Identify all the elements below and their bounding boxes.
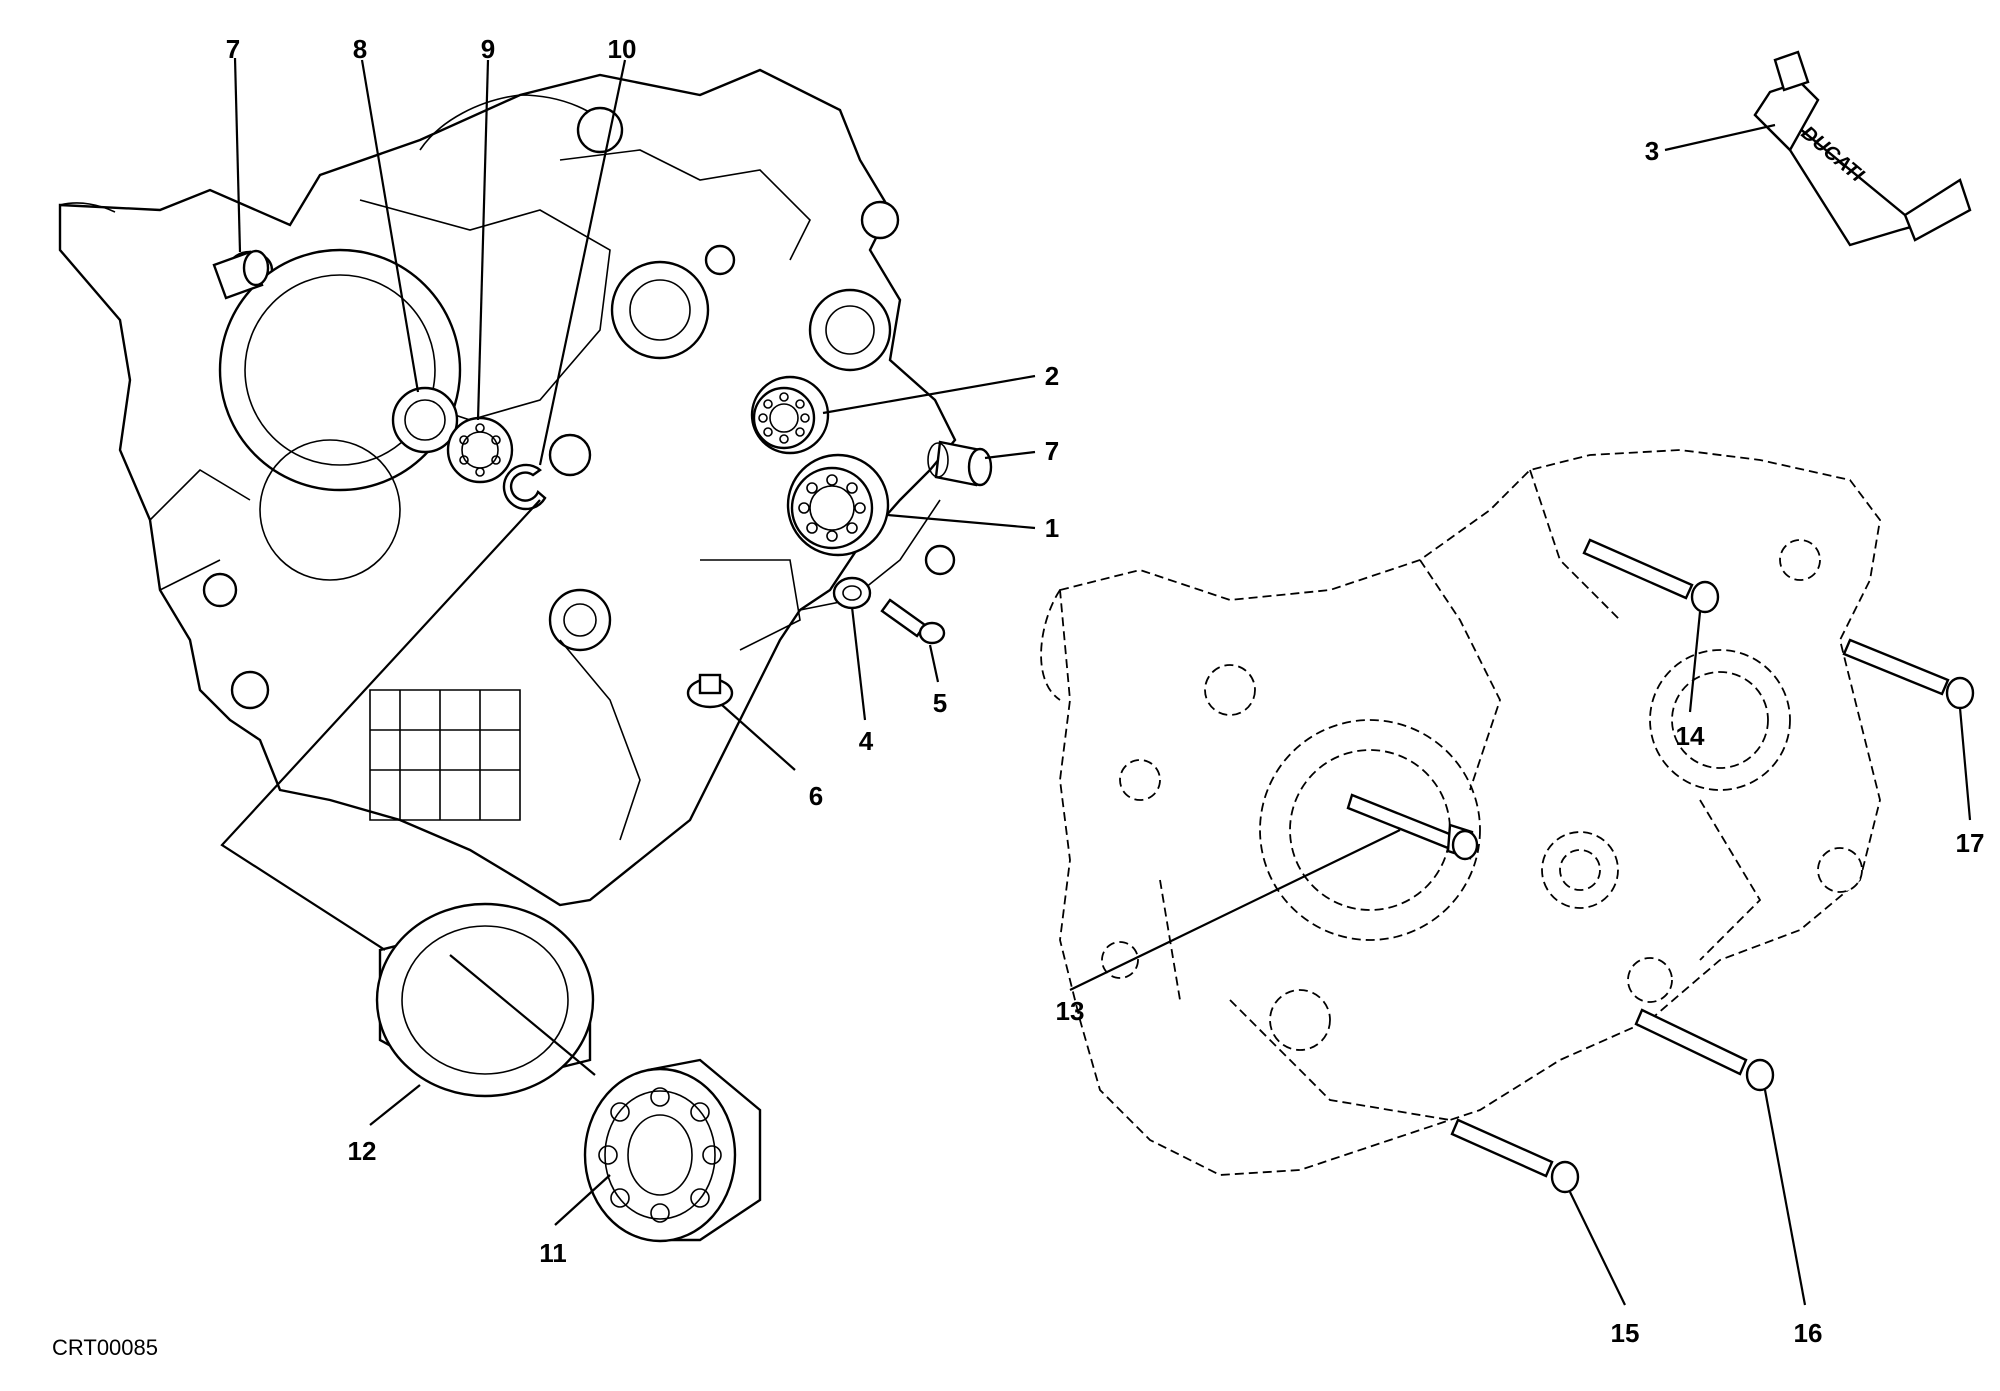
callout-3: 3 xyxy=(1645,136,1659,166)
callout-labels: 7 8 9 10 2 7 1 4 5 6 3 12 11 13 14 17 15… xyxy=(226,34,1985,1348)
bearing-1 xyxy=(786,453,890,557)
sealant-tube-3: DUCATI xyxy=(1753,50,1972,247)
bearing-2 xyxy=(750,375,830,455)
callout-7-top: 7 xyxy=(226,34,240,64)
callout-7-right: 7 xyxy=(1045,436,1059,466)
seal-8 xyxy=(391,386,459,454)
bolt-17 xyxy=(1842,638,1975,710)
bolt-15 xyxy=(1450,1118,1580,1194)
callout-10: 10 xyxy=(608,34,637,64)
leader-lines xyxy=(220,57,1972,1306)
callout-13: 13 xyxy=(1056,996,1085,1026)
right-crankcase-half xyxy=(1040,449,1881,1176)
circlip-10 xyxy=(502,463,547,511)
callout-12: 12 xyxy=(348,1136,377,1166)
plug-6 xyxy=(686,673,734,709)
dowel-7-left xyxy=(212,249,270,300)
callout-8: 8 xyxy=(353,34,367,64)
callout-11: 11 xyxy=(539,1238,567,1268)
screw-5 xyxy=(880,598,946,645)
callout-14: 14 xyxy=(1676,721,1705,751)
bolt-13 xyxy=(1346,793,1479,861)
callout-5: 5 xyxy=(933,688,947,718)
callout-15: 15 xyxy=(1611,1318,1640,1348)
callout-2: 2 xyxy=(1045,361,1059,391)
washer-4 xyxy=(832,576,872,610)
bushing-12 xyxy=(375,902,595,1098)
bearing-11 xyxy=(583,1058,762,1243)
bolt-16 xyxy=(1634,1008,1775,1092)
callout-4: 4 xyxy=(859,726,874,756)
callout-16: 16 xyxy=(1794,1318,1823,1348)
drawing-code: CRT00085 xyxy=(52,1335,158,1360)
callout-17: 17 xyxy=(1956,828,1985,858)
bearing-9 xyxy=(446,416,514,484)
callout-6: 6 xyxy=(809,781,823,811)
callout-9: 9 xyxy=(481,34,495,64)
callout-1: 1 xyxy=(1045,513,1059,543)
bolt-14 xyxy=(1582,538,1720,614)
